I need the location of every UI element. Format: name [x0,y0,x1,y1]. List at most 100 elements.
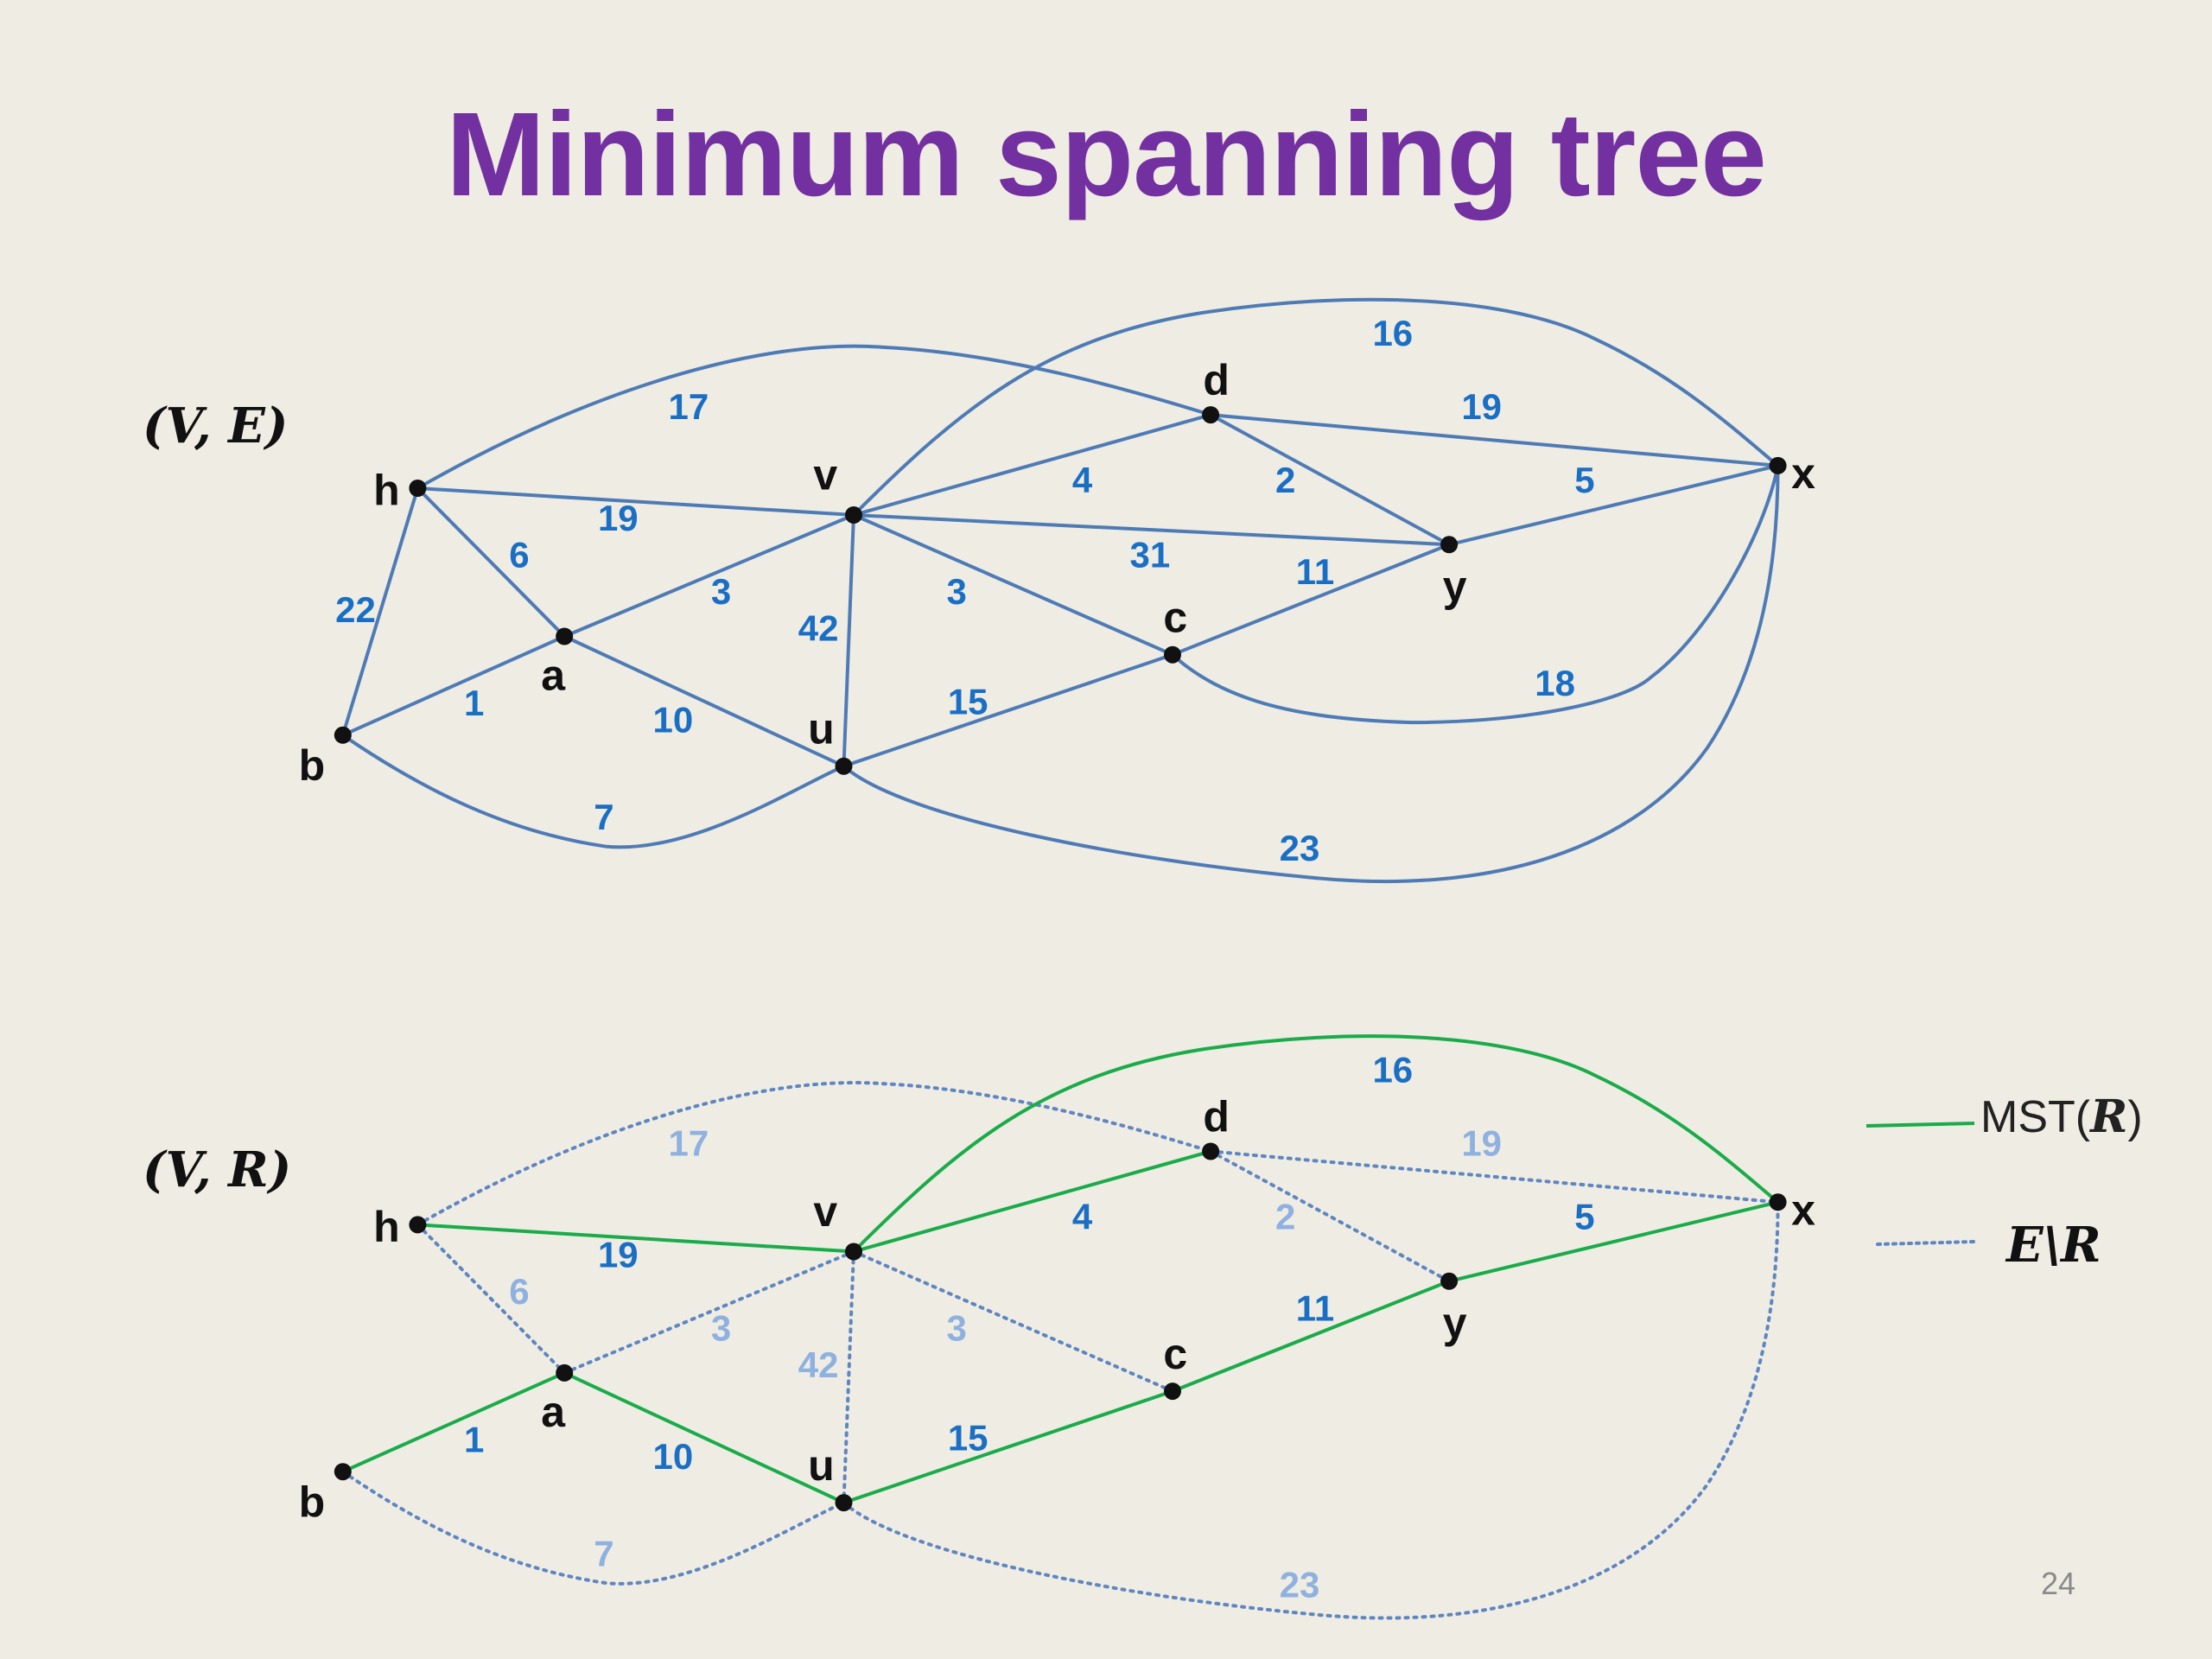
edge-b-a [340,634,567,737]
edge-weight-u-x: 23 [1280,1565,1320,1605]
edge-weight-a-u: 10 [653,700,694,741]
edge-h-v-mst [416,1223,855,1254]
node-label-x: x [1791,1185,1815,1234]
edge-weight-v-d: 4 [1072,1196,1093,1236]
edge-y-x [1447,463,1780,547]
slide-title: Minimum spanning tree [446,88,1767,221]
node-label-c: c [1163,594,1187,642]
edge-d-y [1209,413,1452,547]
edge-u-c-mst [842,1389,1174,1505]
edge-weight-d-y: 2 [1275,460,1295,500]
edge-weight-h-a: 6 [509,1271,529,1312]
edge-h-v [416,486,855,517]
edge-weight-c-x: 18 [1535,663,1575,703]
edge-weight-d-y: 2 [1275,1196,1295,1236]
edge-a-v-non-mst [563,1249,855,1375]
edge-weight-b-u: 7 [594,797,613,837]
edge-weight-v-x: 16 [1372,313,1413,353]
edge-b-u-non-mst [340,1470,846,1586]
node-label-v: v [813,451,837,499]
edge-h-b [340,486,420,737]
node-a [556,1363,574,1382]
edge-a-u [563,634,846,768]
edge-weight-v-u: 42 [798,1344,839,1385]
edge-u-c [842,652,1174,768]
edge-weight-h-v: 19 [598,1234,639,1274]
edge-weight-h-a: 6 [509,535,529,575]
node-label-h: h [373,467,400,515]
edge-v-u-non-mst [842,1249,855,1505]
node-b [334,1463,352,1481]
node-x [1769,456,1787,474]
edge-c-y [1171,543,1452,657]
edge-weight-u-x: 23 [1280,828,1320,868]
edge-weight-y-x: 5 [1574,460,1594,500]
edge-weight-c-y: 11 [1296,1288,1334,1329]
edge-weight-h-d: 17 [669,1122,709,1163]
edge-weight-v-x: 16 [1372,1050,1413,1090]
node-label-b: b [299,1478,326,1527]
edge-v-x [852,297,1780,517]
edge-weight-v-c: 3 [947,1307,967,1348]
edge-v-u [842,513,855,768]
node-label-c: c [1163,1330,1187,1378]
edge-weight-v-c: 3 [947,571,967,612]
node-label-v: v [813,1187,837,1236]
node-label-x: x [1791,449,1815,498]
edge-u-x-non-mst [842,1200,1780,1620]
edge-v-c [852,513,1174,657]
edge-v-d [852,413,1213,517]
node-label-a: a [541,652,566,700]
edge-weight-d-x: 19 [1461,1122,1502,1163]
node-h [409,1216,427,1234]
edge-h-d-non-mst [416,1081,1213,1227]
edge-v-c-non-mst [852,1249,1174,1394]
edge-h-d [416,344,1213,490]
node-d [1202,406,1220,424]
legend-non-mst-label: E\R [2005,1217,2101,1274]
edge-weight-v-y: 31 [1130,535,1171,575]
node-y [1440,1272,1459,1290]
edge-weight-a-u: 10 [653,1436,694,1477]
edge-weight-y-x: 5 [1574,1196,1594,1236]
node-label-u: u [808,1441,835,1490]
edge-a-v [563,513,855,639]
legend-mst-label: MST(R) [1980,1090,2143,1143]
node-label-y: y [1443,563,1467,611]
node-b [334,726,352,744]
node-label-h: h [373,1203,400,1251]
edge-weight-b-a: 1 [464,683,484,723]
edge-h-a-non-mst [416,1223,567,1375]
edge-weight-b-a: 1 [464,1419,484,1459]
edge-d-x [1209,413,1780,467]
edge-b-a-mst [340,1370,567,1474]
edge-d-y-non-mst [1209,1149,1452,1283]
node-h [409,480,427,497]
node-label-d: d [1203,356,1230,404]
edge-weight-a-v: 3 [711,571,731,612]
node-y [1440,536,1459,554]
edge-y-x-mst [1447,1200,1780,1283]
graph-top-label: (V, E) [143,397,288,454]
edge-weight-c-y: 11 [1296,551,1334,592]
node-v [845,1243,862,1261]
edge-h-a [416,486,567,639]
edge-weight-h-d: 17 [669,386,709,427]
legend: MST(R) E\R [1866,1090,2143,1274]
edge-weight-d-x: 19 [1461,386,1502,427]
edge-weight-a-v: 3 [711,1307,731,1348]
node-c [1164,1382,1181,1401]
edge-weight-u-c: 15 [948,1418,988,1459]
node-a [556,627,574,645]
edge-a-u-mst [563,1370,846,1505]
edge-c-y-mst [1171,1279,1452,1394]
legend-non-mst-line [1876,1240,1976,1246]
edge-b-u [340,733,846,849]
edge-c-x [1171,463,1780,725]
node-label-d: d [1203,1093,1230,1141]
edge-v-d-mst [852,1149,1213,1254]
node-u [835,1494,853,1512]
